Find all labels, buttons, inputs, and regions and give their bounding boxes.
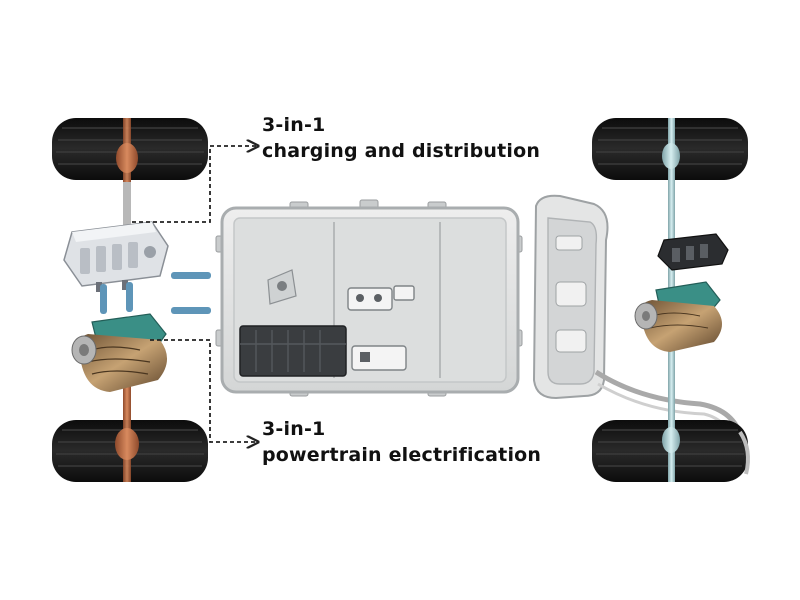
coolant-pipes — [100, 272, 211, 314]
tire-icon — [52, 420, 208, 482]
leader-line-bottom — [150, 339, 258, 442]
callout-charging-subtitle: charging and distribution — [262, 140, 541, 162]
tire-icon — [592, 420, 750, 482]
motor-unit-icon — [634, 281, 722, 352]
battery-pack-icon — [215, 199, 523, 397]
callout-charging-title: 3-in-1 — [262, 114, 326, 136]
motor-unit-icon — [71, 313, 168, 392]
callout-powertrain-electrification: 3-in-1 powertrain electrification — [262, 416, 541, 468]
charging-unit-icon — [657, 233, 729, 271]
callout-powertrain-title: 3-in-1 — [262, 418, 326, 440]
charging-unit-icon — [63, 221, 169, 292]
callout-powertrain-subtitle: powertrain electrification — [262, 444, 542, 466]
callout-charging-distribution: 3-in-1 charging and distribution — [262, 112, 540, 164]
leader-line-top — [132, 146, 258, 223]
cabin-frame-icon — [532, 194, 747, 471]
tire-icon — [592, 118, 748, 180]
tire-icon — [52, 118, 208, 180]
